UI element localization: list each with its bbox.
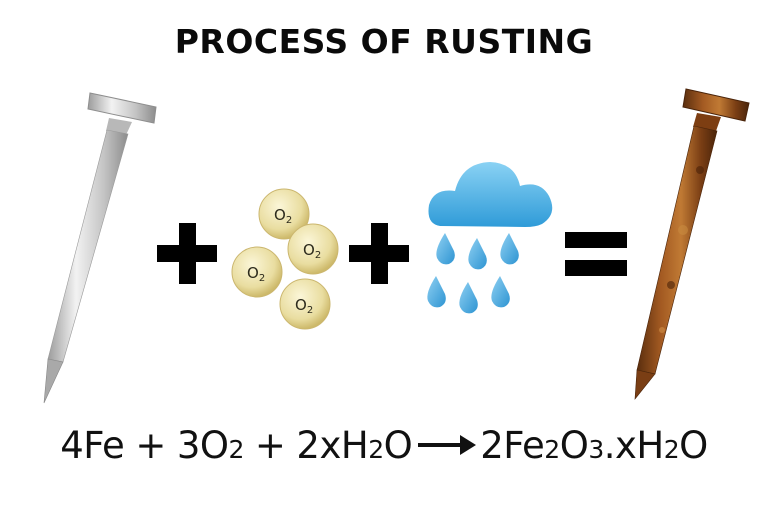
product-rust: 2Fe2O3.xH2O xyxy=(480,423,708,467)
oxygen-molecule-icon: O2 xyxy=(231,246,283,298)
raindrop-icon xyxy=(427,233,519,314)
oxygen-molecule-icon: O2 xyxy=(279,278,331,330)
page-title: PROCESS OF RUSTING xyxy=(174,22,594,61)
oxygen-molecule-icon: O2 xyxy=(287,223,339,275)
reactant-water: 2xH2O xyxy=(296,423,413,467)
plus-sign xyxy=(157,223,217,284)
plus-operator: + xyxy=(135,423,166,467)
reactant-iron: 4Fe xyxy=(60,423,125,467)
rain-cloud-icon xyxy=(428,162,553,227)
chemical-equation: 4Fe + 3O2 + 2xH2O 2Fe2O3.xH2O xyxy=(0,417,768,473)
plus-sign xyxy=(349,223,409,284)
equals-sign xyxy=(565,232,627,276)
iron-nail-icon xyxy=(43,92,157,404)
oxygen-molecule-icon: O2 xyxy=(258,188,310,240)
reaction-arrow-icon xyxy=(418,435,477,455)
rusty-nail-icon xyxy=(634,88,750,400)
reactant-oxygen: 3O2 xyxy=(176,423,245,467)
plus-operator: + xyxy=(254,423,286,467)
